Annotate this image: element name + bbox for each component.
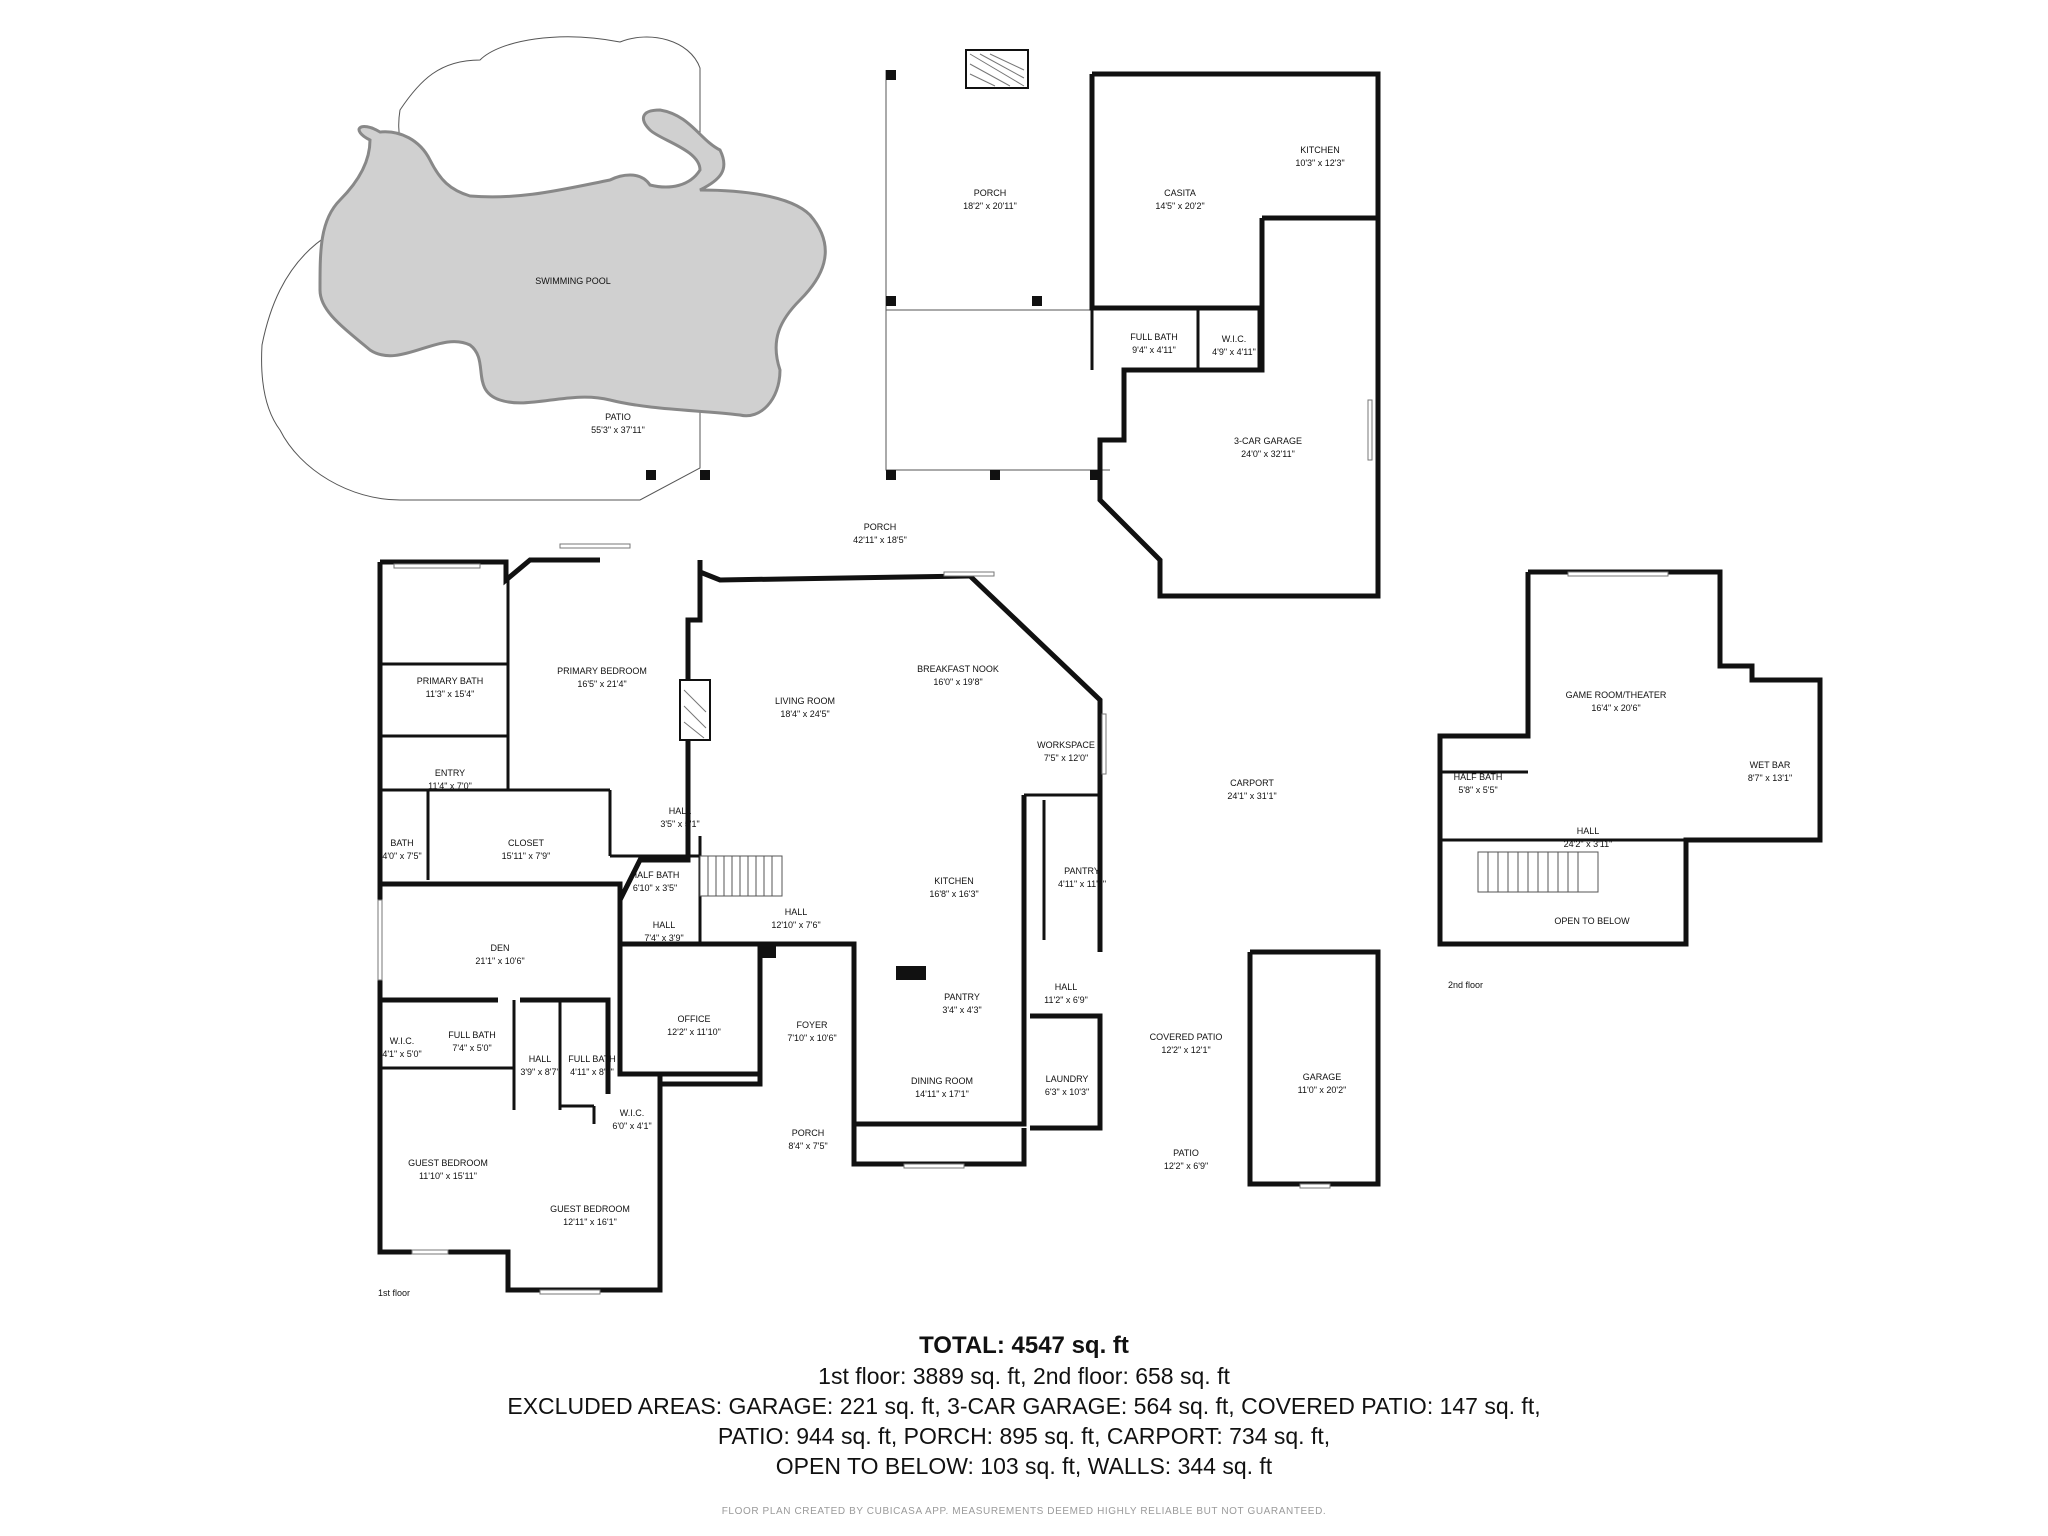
summary-floors: 1st floor: 3889 sq. ft, 2nd floor: 658 s… [818,1363,1230,1389]
label-wic-left: W.I.C.4'1" x 5'0" [382,1036,421,1059]
summary-excluded-3: OPEN TO BELOW: 103 sq. ft, WALLS: 344 sq… [775,1453,1273,1479]
label-swimming-pool: SWIMMING POOL [535,276,611,286]
label-open-to-below: OPEN TO BELOW [1554,916,1630,926]
summary-excluded-1: EXCLUDED AREAS: GARAGE: 221 sq. ft, 3-CA… [507,1393,1541,1419]
stairs-main [699,855,783,897]
label-wic-casita: W.I.C.4'9" x 4'11" [1212,334,1256,357]
disclaimer-credit: FLOOR PLAN CREATED BY CUBICASA APP. MEAS… [721,1506,1327,1517]
porch-posts [646,70,1100,980]
total-label: TOTAL: [919,1332,1005,1359]
summary-total: TOTAL: 4547 sq. ft [0,1332,2048,1360]
second-floor-label: 2nd floor [1448,980,1483,990]
swimming-pool [318,108,827,418]
first-floor-label: 1st floor [378,1288,410,1298]
label-wic-small: W.I.C.6'0" x 4'1" [612,1108,651,1131]
fireplace-top [965,49,1029,89]
windows [377,399,1669,1295]
stairs-upper [1477,851,1599,893]
total-value: 4547 sq. ft [1011,1332,1129,1359]
summary-excluded-2: PATIO: 944 sq. ft, PORCH: 895 sq. ft, CA… [717,1423,1331,1449]
fireplace-living [679,679,711,741]
